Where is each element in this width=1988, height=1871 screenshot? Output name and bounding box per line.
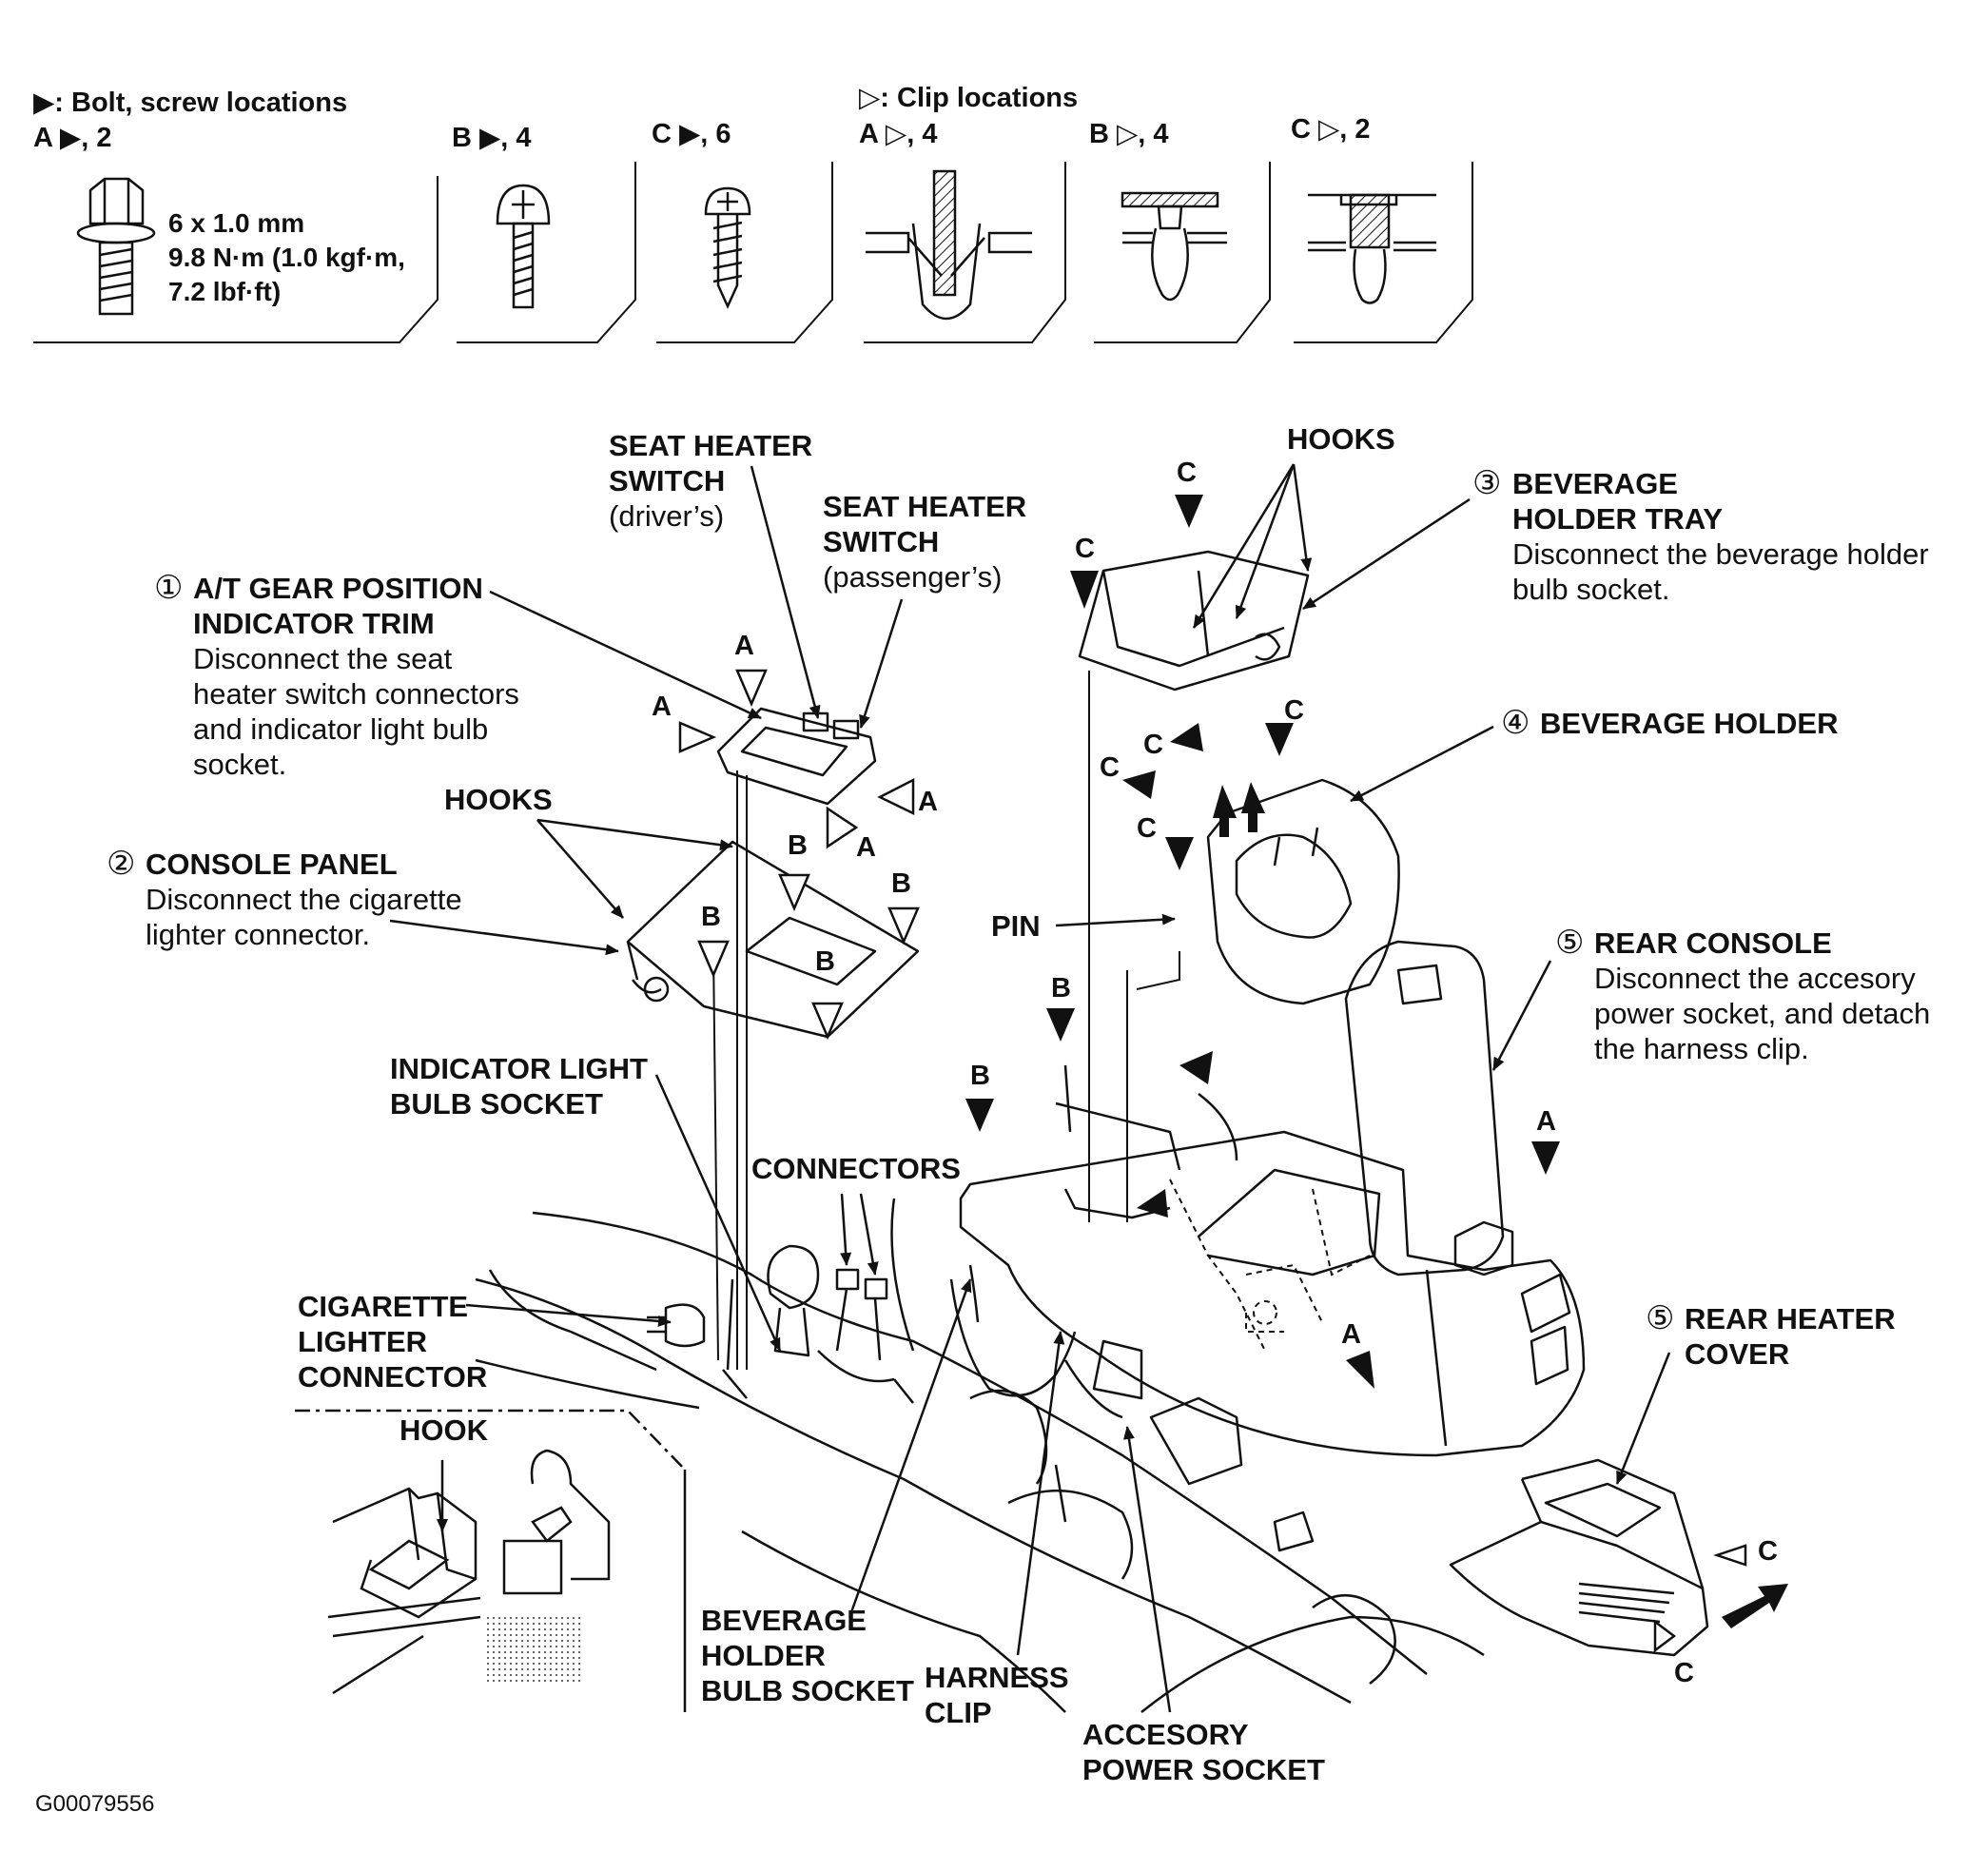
bev-tray-title: BEVERAGE HOLDER TRAY	[1512, 467, 1724, 536]
tapping-screw-icon	[704, 186, 751, 310]
clip-letter: C	[1075, 534, 1095, 564]
clip-letter: A	[1536, 1106, 1556, 1137]
legend-cell-label: B ▶, 4	[452, 123, 532, 153]
clip-letter: C	[1137, 813, 1157, 844]
indicator-socket-label: INDICATOR LIGHT BULB SOCKET	[390, 1052, 648, 1121]
clip-letter: A	[918, 787, 938, 817]
flange-bolt-icon	[76, 177, 156, 316]
alignment-guides	[712, 671, 1180, 1370]
clip-letter: B	[1051, 973, 1071, 1004]
clip-letter: B	[891, 868, 911, 899]
rear-heater-title: REAR HEATER COVER	[1685, 1302, 1896, 1371]
gear-trim-desc: Disconnect the seat heater switch connec…	[193, 642, 519, 781]
clip-letter: C	[1177, 458, 1197, 488]
legend-dividers	[33, 162, 1473, 343]
parts-line-art	[475, 550, 1709, 1713]
seat-heater-passenger-sub: (passenger’s)	[823, 560, 1003, 594]
cig-connector-label: CIGARETTE LIGHTER CONNECTOR	[298, 1290, 488, 1394]
clip-letter: B	[701, 902, 721, 932]
harness-clip-label: HARNESS CLIP	[925, 1661, 1069, 1729]
clip-letter: C	[1143, 730, 1163, 760]
clip-legend-heading: ▷: Clip locations	[859, 83, 1079, 113]
rear-console-part	[1344, 940, 1505, 1277]
clip-letter: A	[856, 832, 876, 863]
clip-letter: C	[1674, 1658, 1694, 1688]
rear-console-desc: Disconnect the accesory power socket, an…	[1594, 962, 1931, 1065]
console-panel-number: ②	[107, 846, 136, 882]
rear-heater-cover-part	[1449, 1520, 1709, 1657]
gear-trim-title: A/T GEAR POSITION INDICATOR TRIM	[193, 572, 483, 640]
gear-trim-part	[716, 707, 877, 806]
rear-heater-number: ⑤	[1646, 1300, 1675, 1336]
bolt-legend-heading: ▶: Bolt, screw locations	[33, 88, 348, 118]
figure-id: G00079556	[35, 1791, 155, 1817]
bolt-spec: 6 x 1.0 mm 9.8 N·m (1.0 kgf·m, 7.2 lbf·f…	[168, 208, 405, 306]
removal-arrows	[1213, 782, 1788, 1628]
console-panel-desc: Disconnect the cigarette lighter connect…	[146, 883, 462, 951]
rear-console-number: ⑤	[1555, 925, 1585, 961]
legend-cell-label: B ▷, 4	[1089, 119, 1169, 149]
clip-b-icon	[1121, 191, 1227, 302]
clip-letter: C	[1284, 695, 1304, 726]
seat-heater-passenger-title: SEAT HEATER SWITCH	[823, 490, 1027, 558]
bev-tray-number: ③	[1472, 465, 1502, 501]
accessory-socket-label: ACCESORY POWER SOCKET	[1082, 1718, 1325, 1786]
hook-label: HOOK	[400, 1413, 488, 1447]
legend-cell-label: A ▶, 2	[33, 123, 112, 153]
clip-letter: A	[1341, 1319, 1361, 1350]
clip-markers: A A A A B B B B C C C C C C B B A A C C	[652, 458, 1778, 1688]
clip-a-icon	[866, 169, 1032, 321]
dashed-fastener-paths	[1169, 1179, 1371, 1352]
legend-cell-label: A ▷, 4	[859, 119, 938, 149]
clip-c-icon	[1308, 193, 1436, 304]
seat-heater-driver-sub: (driver’s)	[609, 499, 725, 533]
clip-letter: A	[652, 692, 672, 722]
clip-letter: B	[788, 830, 808, 861]
bev-socket-label: BEVERAGE HOLDER BULB SOCKET	[701, 1604, 914, 1707]
seat-heater-driver-title: SEAT HEATER SWITCH	[609, 429, 813, 497]
bev-holder-title: BEVERAGE HOLDER	[1540, 707, 1839, 740]
gear-trim-number: ①	[154, 570, 184, 606]
console-panel-title: CONSOLE PANEL	[146, 848, 398, 881]
hooks-top-label: HOOKS	[1287, 422, 1395, 456]
bev-tray-desc: Disconnect the beverage holder bulb sock…	[1512, 537, 1929, 606]
connectors-label: CONNECTORS	[751, 1152, 961, 1185]
leader-arrows	[389, 463, 1671, 1713]
clip-letter: C	[1100, 752, 1120, 783]
console-panel-part	[626, 840, 920, 1039]
bev-holder-number: ④	[1501, 705, 1530, 741]
clip-letter: C	[1758, 1536, 1778, 1567]
rear-console-title: REAR CONSOLE	[1594, 926, 1832, 960]
pan-screw-icon	[496, 184, 551, 309]
clip-letter: A	[734, 631, 754, 661]
legend-cell-label: C ▷, 2	[1291, 114, 1371, 145]
hook-detail-inset	[295, 1409, 687, 1712]
clip-letter: B	[970, 1061, 990, 1091]
legend-cell-label: C ▶, 6	[652, 119, 731, 149]
hooks-left-label: HOOKS	[444, 783, 553, 816]
clip-letter: B	[815, 946, 835, 977]
pin-label: PIN	[991, 909, 1041, 943]
